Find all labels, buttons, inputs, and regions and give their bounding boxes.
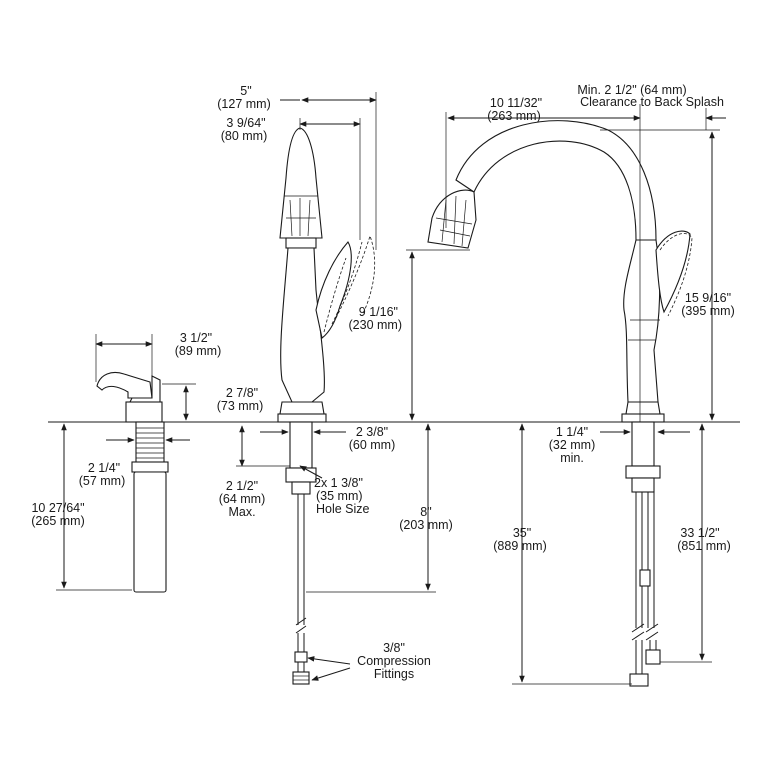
label-2x-1-3-8in: 2x 1 3/8" [314,476,363,490]
label-851mm: (851 mm) [677,539,730,553]
label-203mm: (203 mm) [399,518,452,532]
label-2-1-2in: 2 1/2" [226,479,258,493]
label-3-8in: 3/8" [383,641,405,655]
label-265mm: (265 mm) [31,514,84,528]
label-compression: Compression [357,654,431,668]
label-hole-size: Hole Size [316,502,370,516]
label-fittings: Fittings [374,667,414,681]
label-2-7-8in: 2 7/8" [226,386,258,400]
soap-dispenser [96,371,169,593]
label-15-9-16in: 15 9/16" [685,291,731,305]
label-60mm: (60 mm) [349,438,396,452]
label-5in: 5" [240,84,251,98]
label-889mm: (889 mm) [493,539,546,553]
dimension-labels: 5" (127 mm) 3 9/64" (80 mm) 10 11/32" (2… [31,83,734,681]
faucet-side-view [277,127,376,685]
label-min: min. [560,451,584,465]
label-2-3-8in: 2 3/8" [356,425,388,439]
label-32mm: (32 mm) [549,438,596,452]
label-263mm: (263 mm) [487,109,540,123]
label-8in: 8" [420,505,431,519]
label-80mm: (80 mm) [221,129,268,143]
label-clearance-min: Min. 2 1/2" (64 mm) [577,83,686,97]
label-2-1-4in: 2 1/4" [88,461,120,475]
label-9-1-16in: 9 1/16" [359,305,398,319]
label-3-9-64in: 3 9/64" [226,116,265,130]
label-57mm: (57 mm) [79,474,126,488]
label-10-11-32in: 10 11/32" [490,96,542,110]
label-230mm: (230 mm) [349,318,402,332]
label-10-27-64in: 10 27/64" [31,501,84,515]
dimension-lines [56,92,726,685]
label-127mm: (127 mm) [217,97,270,111]
label-max: Max. [228,505,255,519]
label-73mm: (73 mm) [217,399,264,413]
label-64mm: (64 mm) [219,492,266,506]
faucet-front-view [427,120,693,687]
label-89mm: (89 mm) [175,344,222,358]
label-33-1-2in: 33 1/2" [680,526,719,540]
label-1-1-4in: 1 1/4" [556,425,588,439]
label-clearance-backsplash: Clearance to Back Splash [580,95,724,109]
label-3-1-2in: 3 1/2" [180,331,212,345]
label-35in: 35" [513,526,531,540]
label-395mm: (395 mm) [681,304,734,318]
label-35mm: (35 mm) [316,489,363,503]
